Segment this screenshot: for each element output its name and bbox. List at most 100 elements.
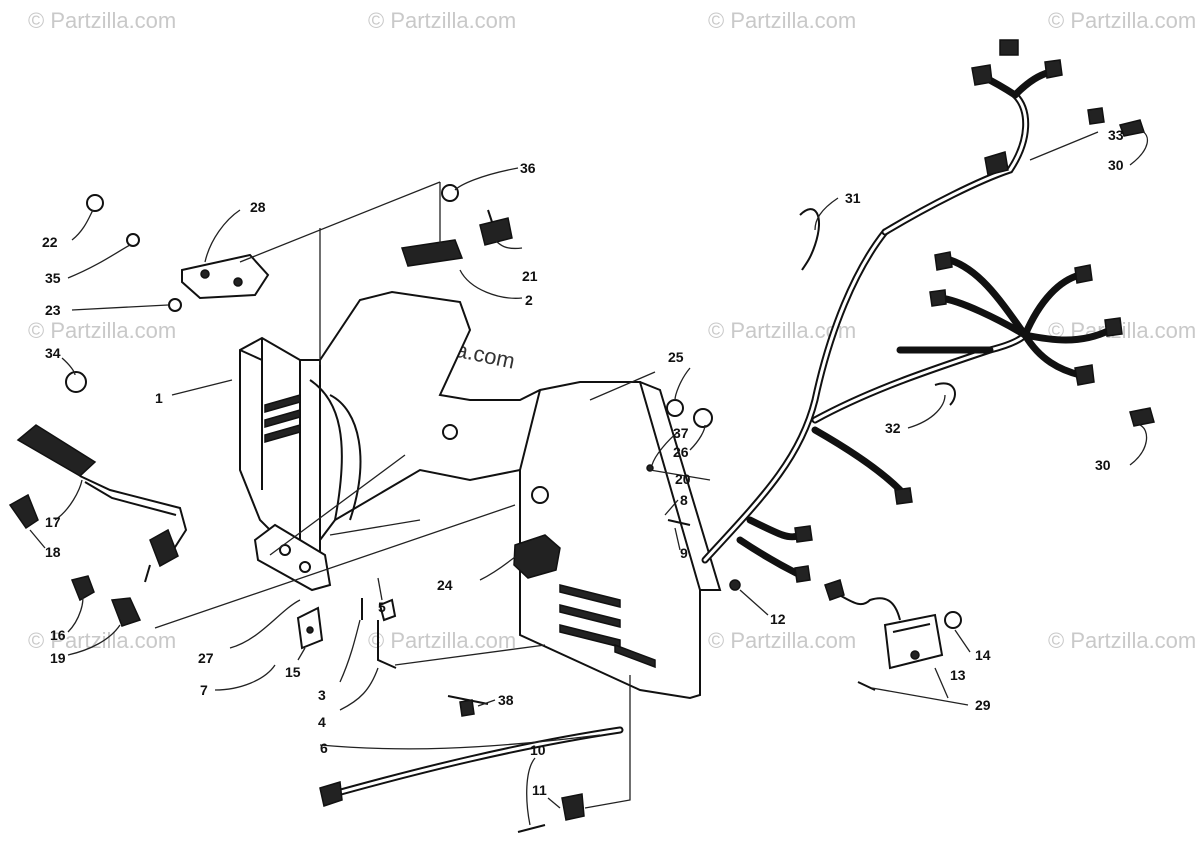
harness-clip xyxy=(934,382,956,406)
pin xyxy=(517,824,546,833)
toggle-switch xyxy=(479,217,513,246)
watermark: © Partzilla.com xyxy=(28,318,176,343)
watermark: © Partzilla.com xyxy=(28,8,176,33)
key xyxy=(8,493,39,530)
callout-18: 18 xyxy=(45,544,61,560)
callout-4: 4 xyxy=(318,714,326,730)
bulb xyxy=(70,575,95,602)
connector xyxy=(894,487,913,505)
nut xyxy=(86,194,104,212)
mounting-hole xyxy=(531,486,549,504)
callout-31: 31 xyxy=(845,190,861,206)
clip-screw xyxy=(459,699,475,717)
callout-35: 35 xyxy=(45,270,61,286)
callout-22: 22 xyxy=(42,234,58,250)
watermark: © Partzilla.com xyxy=(368,628,516,653)
callout-3: 3 xyxy=(318,687,326,703)
watermark: © Partzilla.com xyxy=(708,628,856,653)
connector xyxy=(1087,107,1105,125)
bulb xyxy=(1119,119,1145,137)
callout-37: 37 xyxy=(673,425,689,441)
switch xyxy=(561,793,585,821)
callout-10: 10 xyxy=(530,742,546,758)
voltage-regulator xyxy=(883,613,944,670)
connector xyxy=(999,39,1019,56)
console-housing xyxy=(239,290,722,700)
callout-38: 38 xyxy=(498,692,514,708)
watermark: © Partzilla.com xyxy=(1048,8,1196,33)
bolt xyxy=(857,681,876,691)
callout-11: 11 xyxy=(532,782,547,798)
callout-34: 34 xyxy=(45,345,61,361)
washer xyxy=(441,184,459,202)
decal-plate xyxy=(181,253,270,300)
connector xyxy=(1044,59,1063,79)
washer xyxy=(666,399,684,417)
connector xyxy=(929,289,947,307)
watermark: © Partzilla.com xyxy=(368,8,516,33)
connector xyxy=(794,525,813,543)
callout-15: 15 xyxy=(285,664,301,680)
callout-28: 28 xyxy=(250,199,266,215)
washer xyxy=(729,579,741,591)
plate-hole xyxy=(200,269,210,279)
callout-8: 8 xyxy=(680,492,688,508)
watermark: © Partzilla.com xyxy=(28,628,176,653)
regulator-terminal xyxy=(910,650,920,660)
plate-hole xyxy=(299,561,311,573)
wiring-harness xyxy=(701,39,1155,583)
regulator-wire xyxy=(829,589,901,621)
bulb xyxy=(1129,407,1155,427)
housing-vents-right xyxy=(559,584,656,669)
mounting-hole xyxy=(442,424,458,440)
nut xyxy=(944,611,962,629)
plate-hole xyxy=(279,544,291,556)
callout-12: 12 xyxy=(770,611,786,627)
watermark: © Partzilla.com xyxy=(1048,628,1196,653)
callout-13: 13 xyxy=(950,667,966,683)
screw xyxy=(646,464,654,472)
harness-strap xyxy=(799,208,820,271)
callout-30: 30 xyxy=(1095,457,1111,473)
bracket-hole xyxy=(306,626,314,634)
callout-2: 2 xyxy=(525,292,533,308)
connector xyxy=(1074,264,1093,284)
callout-29: 29 xyxy=(975,697,991,713)
callout-7: 7 xyxy=(200,682,208,698)
callout-33: 33 xyxy=(1108,127,1124,143)
callout-23: 23 xyxy=(45,302,61,318)
connector xyxy=(934,251,953,271)
callout-labels: 1 2 3 4 5 6 7 8 9 10 11 12 13 14 15 16 1… xyxy=(42,127,1124,798)
callout-30: 30 xyxy=(1108,157,1124,173)
watermark: © Partzilla.com xyxy=(708,8,856,33)
connector xyxy=(794,565,811,583)
knob xyxy=(513,534,561,579)
callout-17: 17 xyxy=(45,514,61,530)
socket xyxy=(110,597,142,627)
rivet xyxy=(667,519,691,526)
cable-terminal xyxy=(319,781,343,807)
callout-6: 6 xyxy=(320,740,328,756)
regulator-fin xyxy=(892,623,931,633)
switch-plate xyxy=(253,523,332,592)
decal xyxy=(401,239,464,267)
callout-24: 24 xyxy=(437,577,453,593)
toggle-lever xyxy=(487,209,493,223)
nut xyxy=(65,371,87,393)
ignition-switch xyxy=(16,371,188,583)
connector xyxy=(984,151,1009,176)
callout-32: 32 xyxy=(885,420,901,436)
callout-9: 9 xyxy=(680,545,688,561)
callout-27: 27 xyxy=(198,650,214,666)
plate-hole xyxy=(233,277,243,287)
callout-36: 36 xyxy=(520,160,536,176)
leader-lines xyxy=(29,129,1149,826)
cable-bracket xyxy=(377,620,397,669)
callout-14: 14 xyxy=(975,647,991,663)
callout-26: 26 xyxy=(673,444,689,460)
washer xyxy=(126,233,140,247)
callout-5: 5 xyxy=(378,599,386,615)
grommet xyxy=(693,408,713,428)
connector xyxy=(1074,364,1095,386)
